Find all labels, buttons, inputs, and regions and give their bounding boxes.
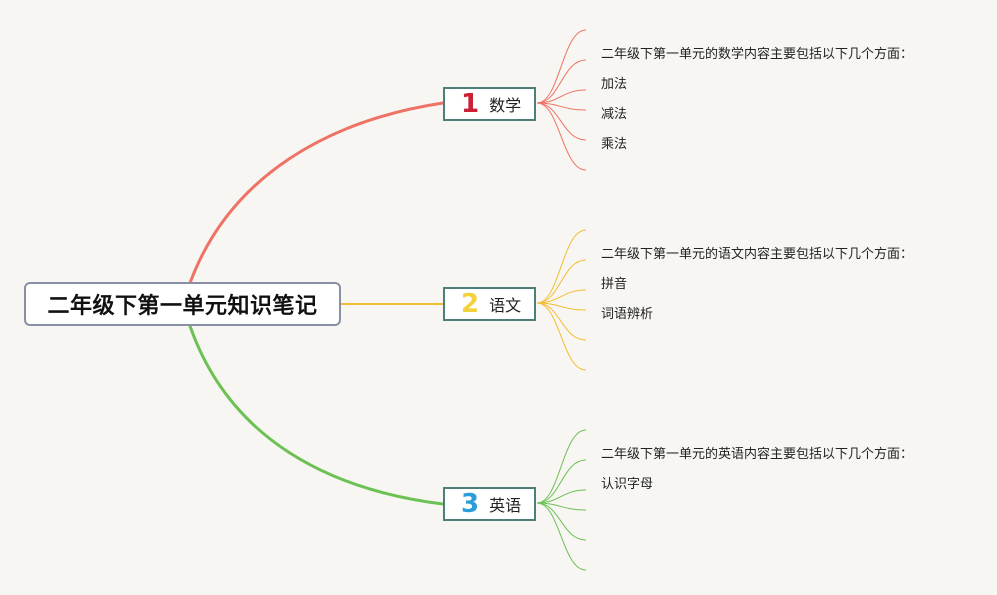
- leaf-english-letters[interactable]: 认识字母: [601, 477, 654, 492]
- leaf-line: [536, 29, 587, 104]
- number-3-icon: 3: [461, 489, 480, 519]
- leaf-line: [536, 302, 587, 341]
- leaf-line: [536, 429, 587, 504]
- leaf-line: [536, 102, 587, 141]
- leaf-fan-chinese: [536, 229, 587, 371]
- number-1-icon: 1: [461, 89, 480, 119]
- leaf-line: [536, 459, 587, 504]
- root-title: 二年级下第一单元知识笔记: [47, 294, 318, 319]
- leaf-line: [536, 289, 587, 304]
- branch-english[interactable]: 3 英语: [443, 487, 536, 521]
- leaf-line: [536, 259, 587, 304]
- leaf-line: [536, 502, 587, 541]
- leaf-english-intro[interactable]: 二年级下第一单元的英语内容主要包括以下几个方面：: [601, 447, 914, 462]
- leaf-chinese-intro[interactable]: 二年级下第一单元的语文内容主要包括以下几个方面：: [601, 247, 914, 262]
- leaf-line: [536, 102, 587, 171]
- leaf-line: [536, 489, 587, 504]
- branch-label-math: 数学: [489, 96, 522, 115]
- branch-chinese[interactable]: 2 语文: [443, 287, 536, 321]
- leaf-fan-english: [536, 429, 587, 571]
- connector-math: [188, 101, 445, 285]
- branch-label-english: 英语: [489, 496, 522, 515]
- branch-label-chinese: 语文: [489, 296, 522, 315]
- leaf-math-addition[interactable]: 加法: [601, 77, 628, 92]
- root-topic[interactable]: 二年级下第一单元知识笔记: [24, 282, 341, 326]
- leaf-line: [536, 302, 587, 371]
- leaf-math-subtraction[interactable]: 减法: [601, 107, 628, 122]
- leaf-line: [536, 229, 587, 304]
- connector-english: [188, 324, 445, 506]
- leaf-math-multiplication[interactable]: 乘法: [601, 137, 628, 152]
- leaf-line: [536, 502, 587, 571]
- number-2-icon: 2: [461, 289, 480, 319]
- leaf-fan-math: [536, 29, 587, 171]
- leaf-chinese-pinyin[interactable]: 拼音: [601, 277, 628, 292]
- leaf-line: [536, 59, 587, 104]
- leaf-chinese-words[interactable]: 词语辨析: [601, 307, 654, 322]
- branch-math[interactable]: 1 数学: [443, 87, 536, 121]
- leaf-math-intro[interactable]: 二年级下第一单元的数学内容主要包括以下几个方面：: [601, 47, 914, 62]
- leaf-line: [536, 89, 587, 104]
